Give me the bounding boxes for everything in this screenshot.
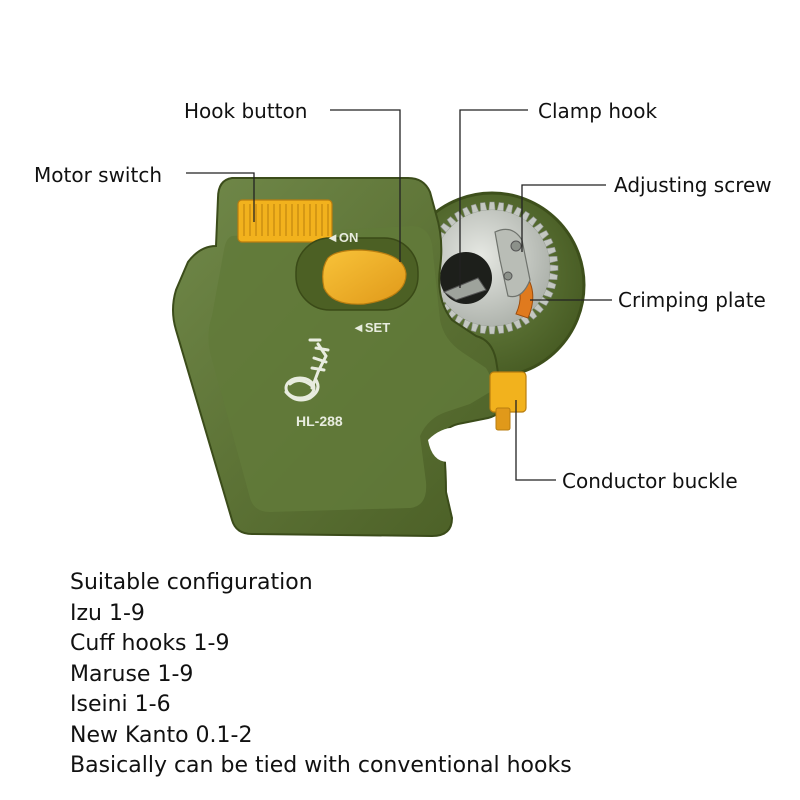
- label-conductor-buckle: Conductor buckle: [562, 469, 738, 493]
- knot-logo-icon: [284, 338, 330, 402]
- device-diagram: ◄ON ◄SET HL-288 Hook button Clamp hook M…: [34, 99, 772, 538]
- spec-line: Cuff hooks 1-9: [70, 631, 230, 656]
- leader-clamp-hook: [459, 109, 528, 288]
- spec-line: Maruse 1-9: [70, 661, 194, 687]
- set-marker: ◄SET: [352, 320, 390, 335]
- conductor-buckle-tab: [495, 407, 511, 431]
- spec-line: Izu 1-9: [70, 600, 145, 626]
- gear-tooth: [488, 325, 496, 335]
- hook-button[interactable]: [322, 249, 407, 305]
- label-crimping-plate: Crimping plate: [618, 288, 766, 312]
- gear-tooth: [488, 201, 496, 211]
- leader-conductor-buckle: [515, 400, 556, 481]
- model-label: HL-288: [296, 413, 343, 429]
- screw-lower: [503, 271, 513, 281]
- spec-line: Iseini 1-6: [70, 692, 171, 717]
- conductor-buckle-clip[interactable]: [489, 371, 527, 413]
- on-marker: ◄ON: [326, 230, 358, 245]
- label-clamp-hook: Clamp hook: [538, 99, 657, 123]
- body-face: [208, 226, 492, 512]
- thumb-notch: [428, 427, 470, 462]
- gear-tooth: [549, 264, 559, 272]
- motor-switch[interactable]: [237, 199, 333, 243]
- spec-line: Basically can be tied with conventional …: [70, 753, 572, 778]
- adjusting-screw: [510, 240, 522, 252]
- conductor-buckle[interactable]: [489, 371, 527, 431]
- motor-switch-slider[interactable]: [237, 199, 333, 243]
- label-adjusting-screw: Adjusting screw: [614, 173, 772, 197]
- label-hook-button: Hook button: [184, 99, 307, 123]
- label-motor-switch: Motor switch: [34, 163, 162, 187]
- spec-line: New Kanto 0.1-2: [70, 722, 253, 748]
- leader-hook-button: [330, 109, 401, 262]
- motor-switch-ridges: [243, 204, 329, 236]
- clamp-hook: [442, 277, 487, 301]
- spec-heading: Suitable configuration: [70, 570, 313, 595]
- configuration-list: Suitable configuration Izu 1-9 Cuff hook…: [70, 568, 790, 782]
- leader-motor-switch: [186, 172, 255, 222]
- leader-adjusting-screw: [521, 184, 606, 252]
